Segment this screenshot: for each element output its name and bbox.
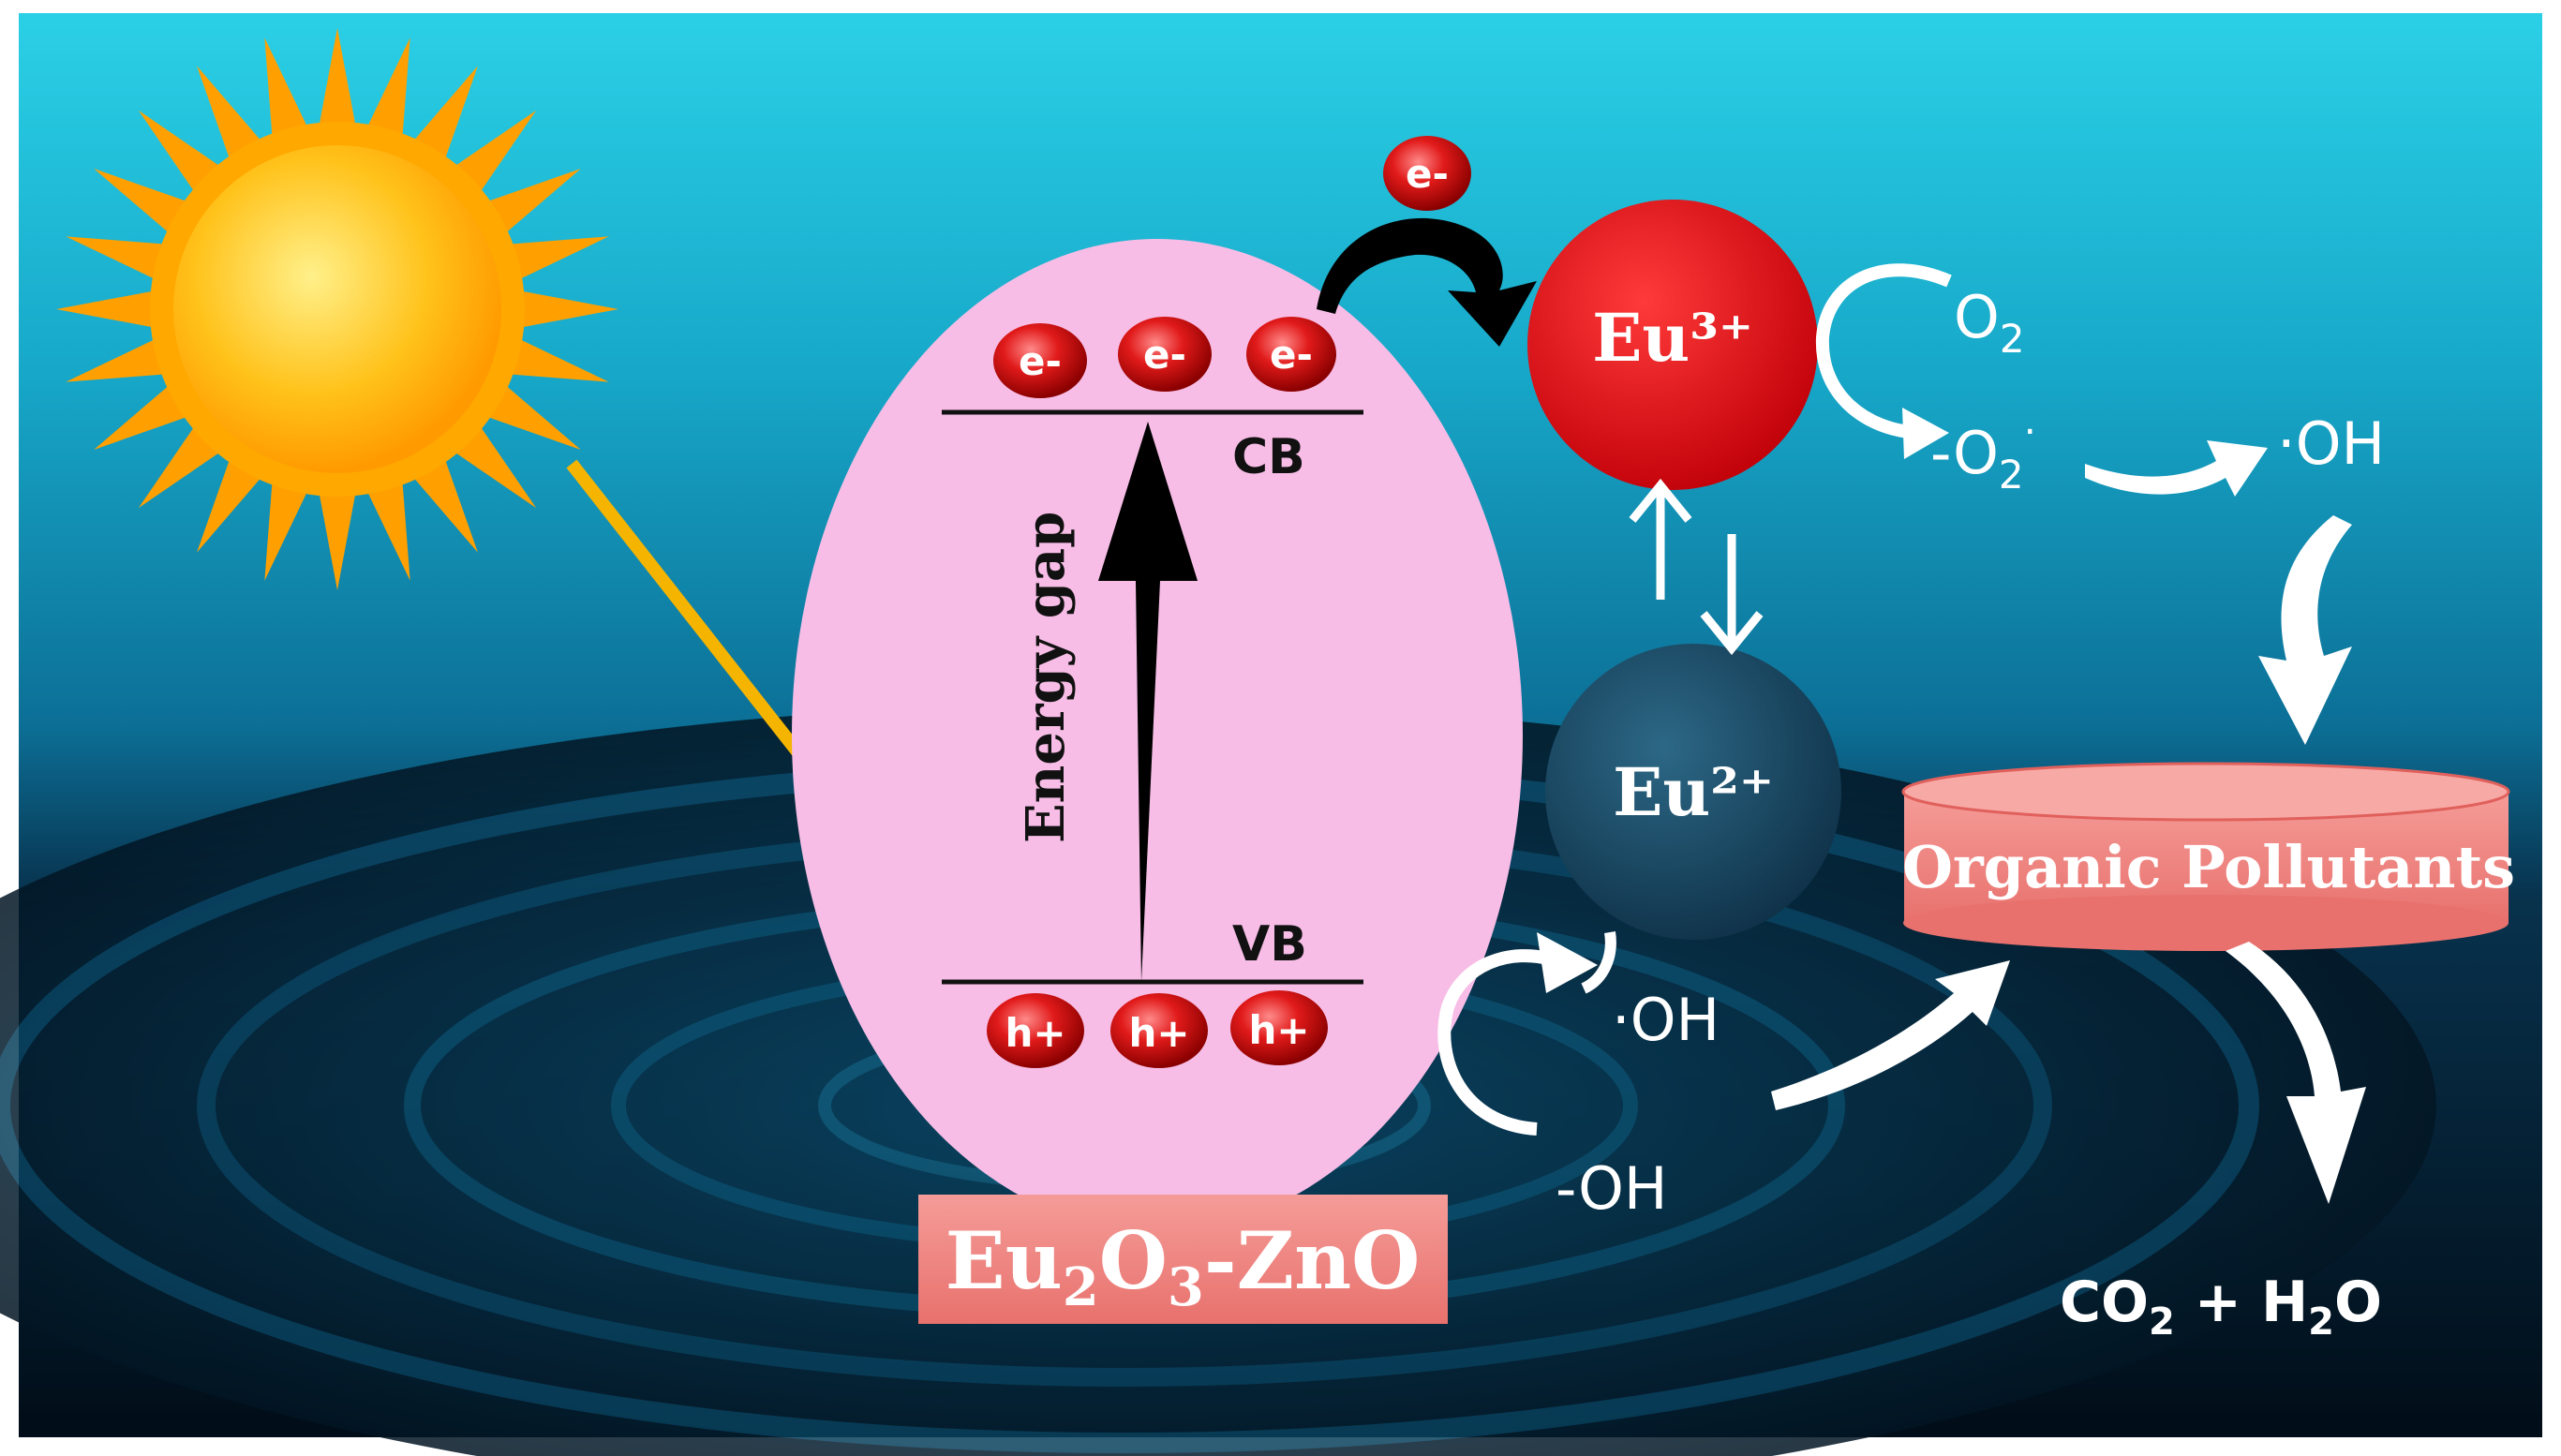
energy-gap-label: Energy gap (1015, 512, 1077, 843)
sun-ray (264, 469, 313, 581)
hydroxide-ion-label: -OH (1556, 1154, 1668, 1223)
oxygen-reduction-arrowhead (1902, 408, 1949, 459)
hydroxyl-to-pollutants-arrow (1771, 960, 2010, 1110)
catalyst-label-box (918, 1195, 1448, 1324)
svg-text:e-: e- (1019, 338, 1062, 384)
eu3-label: Eu³⁺ (1592, 299, 1753, 377)
eu2-ion (1545, 644, 1841, 940)
redox-down-arrow (1700, 534, 1764, 656)
sun-ray (317, 28, 358, 138)
cb-electron: e- (1118, 317, 1212, 392)
sun-ray (498, 334, 609, 382)
eu2-label: Eu²⁺ (1613, 753, 1774, 831)
superoxide-label: -O2· (1930, 409, 2036, 498)
svg-text:h+: h+ (1005, 1010, 1065, 1056)
sun-ray (509, 289, 618, 330)
vb-hole: h+ (1230, 990, 1328, 1065)
vb-hole: h+ (987, 993, 1084, 1068)
hydroxyl-radical-top: ·OH (2277, 409, 2385, 478)
hydroxyl-radical-bottom: ·OH (1612, 986, 1720, 1054)
cb-electron: e- (1246, 317, 1336, 392)
redox-up-arrow (1629, 478, 1692, 600)
sun-ray (317, 481, 358, 590)
catalyst-label: Eu2O3-ZnO (945, 1214, 1421, 1318)
svg-text:h+: h+ (1128, 1010, 1189, 1056)
oh-to-pollutants-arrow (2258, 515, 2352, 745)
energy-gap-arrow (1098, 422, 1198, 982)
eu2-to-oh-arrow (1581, 931, 1616, 994)
eu3-ion (1527, 200, 1818, 490)
vb-label: VB (1232, 916, 1307, 973)
o2-label: O2 (1954, 283, 2025, 362)
sun-ray (66, 236, 177, 285)
svg-text:e-: e- (1406, 151, 1449, 197)
sun-ray (362, 469, 410, 581)
oxygen-reduction-arrow (1815, 263, 1952, 439)
superoxide-to-oh-arrow (2085, 440, 2268, 497)
sun-ray (498, 236, 609, 285)
sun-ray (264, 37, 313, 149)
sun-icon (56, 28, 618, 590)
svg-text:e-: e- (1270, 332, 1313, 378)
sun-ray (66, 334, 177, 382)
svg-text:e-: e- (1143, 332, 1186, 378)
svg-text:h+: h+ (1248, 1007, 1309, 1053)
products-label: CO2 + H2O (2060, 1270, 2382, 1344)
vb-hole: h+ (1110, 993, 1208, 1068)
sun-ray (362, 37, 410, 149)
hydroxide-oxidation-arrowhead (1537, 932, 1598, 993)
cb-electron: e- (993, 323, 1087, 398)
degradation-arrow (2226, 942, 2366, 1204)
organic-pollutants-label: Organic Pollutants (1902, 833, 2515, 901)
free-electron: e- (1383, 136, 1471, 211)
hydroxide-oxidation-arrow (1437, 949, 1558, 1136)
electron-transfer-arrow (1317, 217, 1537, 347)
sun-ray (56, 289, 166, 330)
cb-label: CB (1232, 429, 1305, 485)
organic-pollutants-container (1901, 762, 2510, 951)
